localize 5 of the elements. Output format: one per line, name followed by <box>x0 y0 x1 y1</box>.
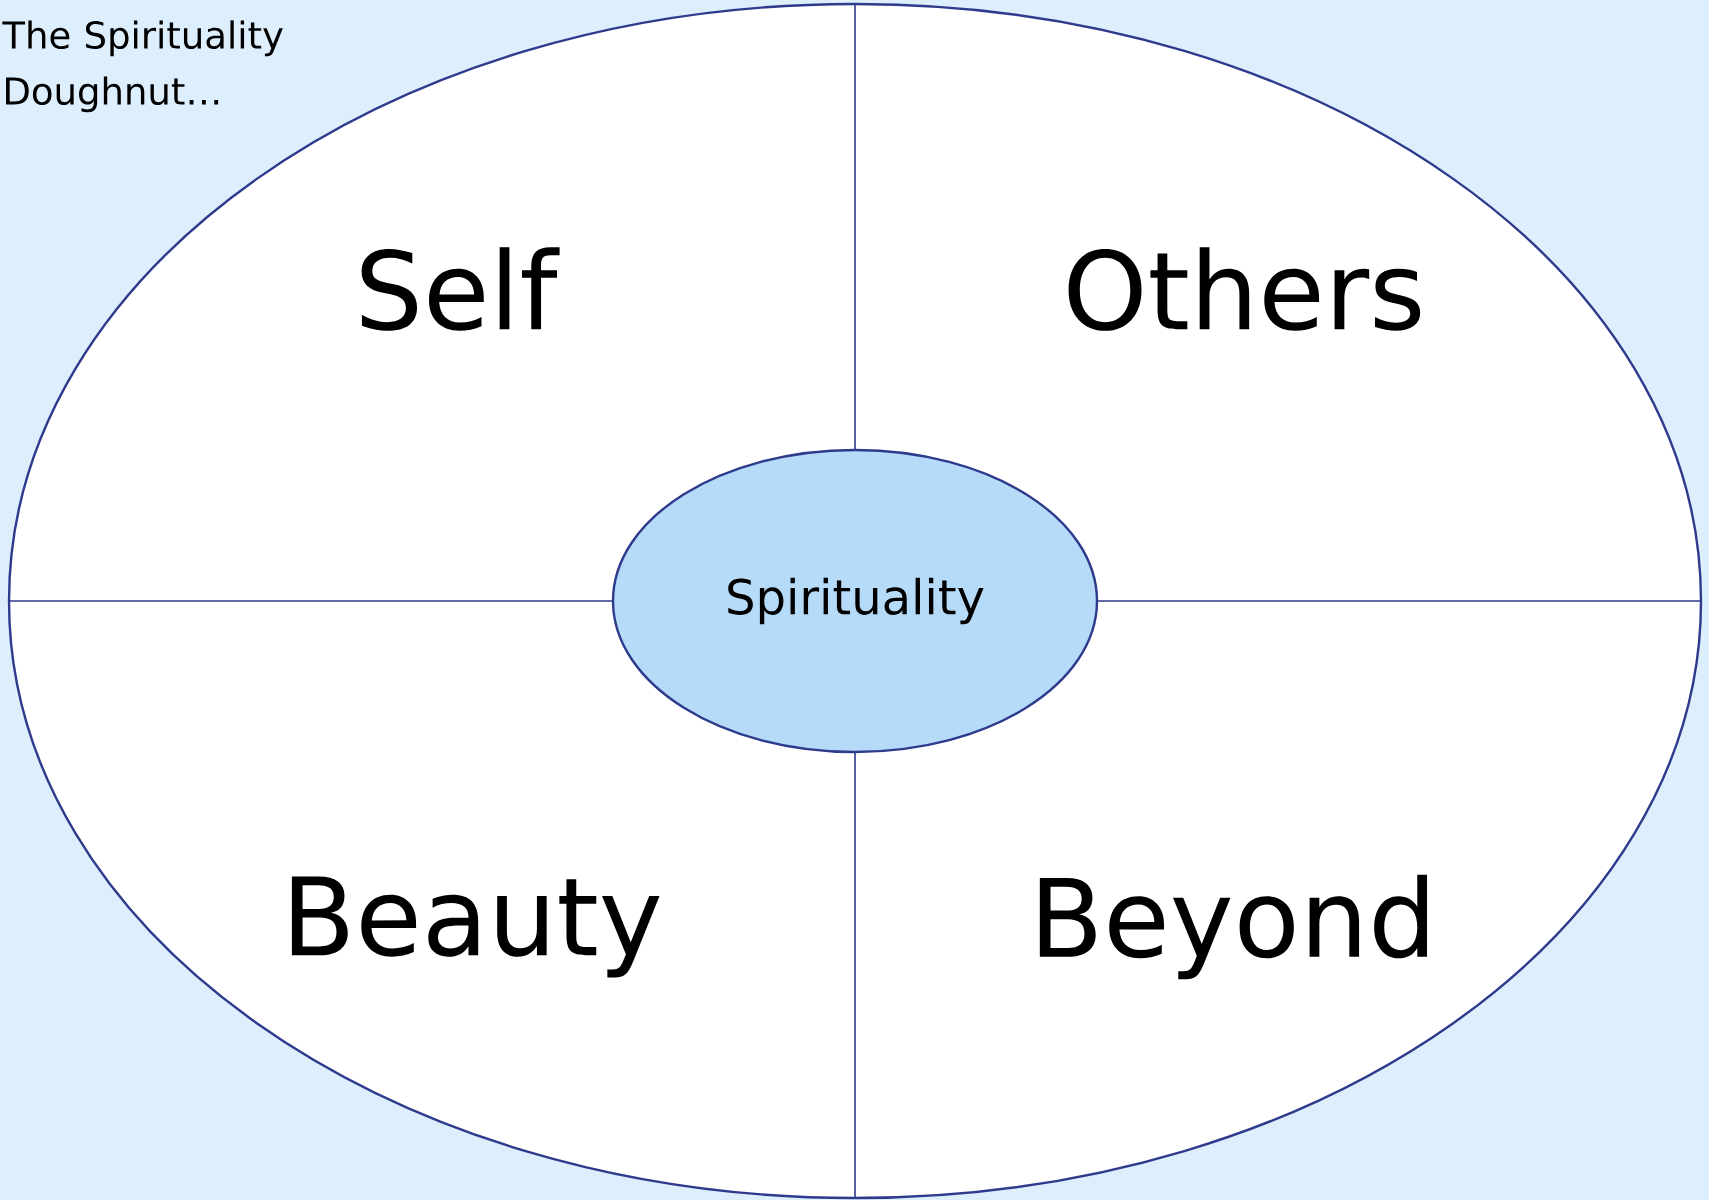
quadrant-label: Beauty <box>291 876 660 978</box>
quadrant-label: Others <box>1068 247 1421 331</box>
quadrant-label: Beyond <box>1039 874 1427 980</box>
title: The Spirituality Doughnut… <box>2 20 283 113</box>
quadrant-label: Self <box>361 247 560 331</box>
